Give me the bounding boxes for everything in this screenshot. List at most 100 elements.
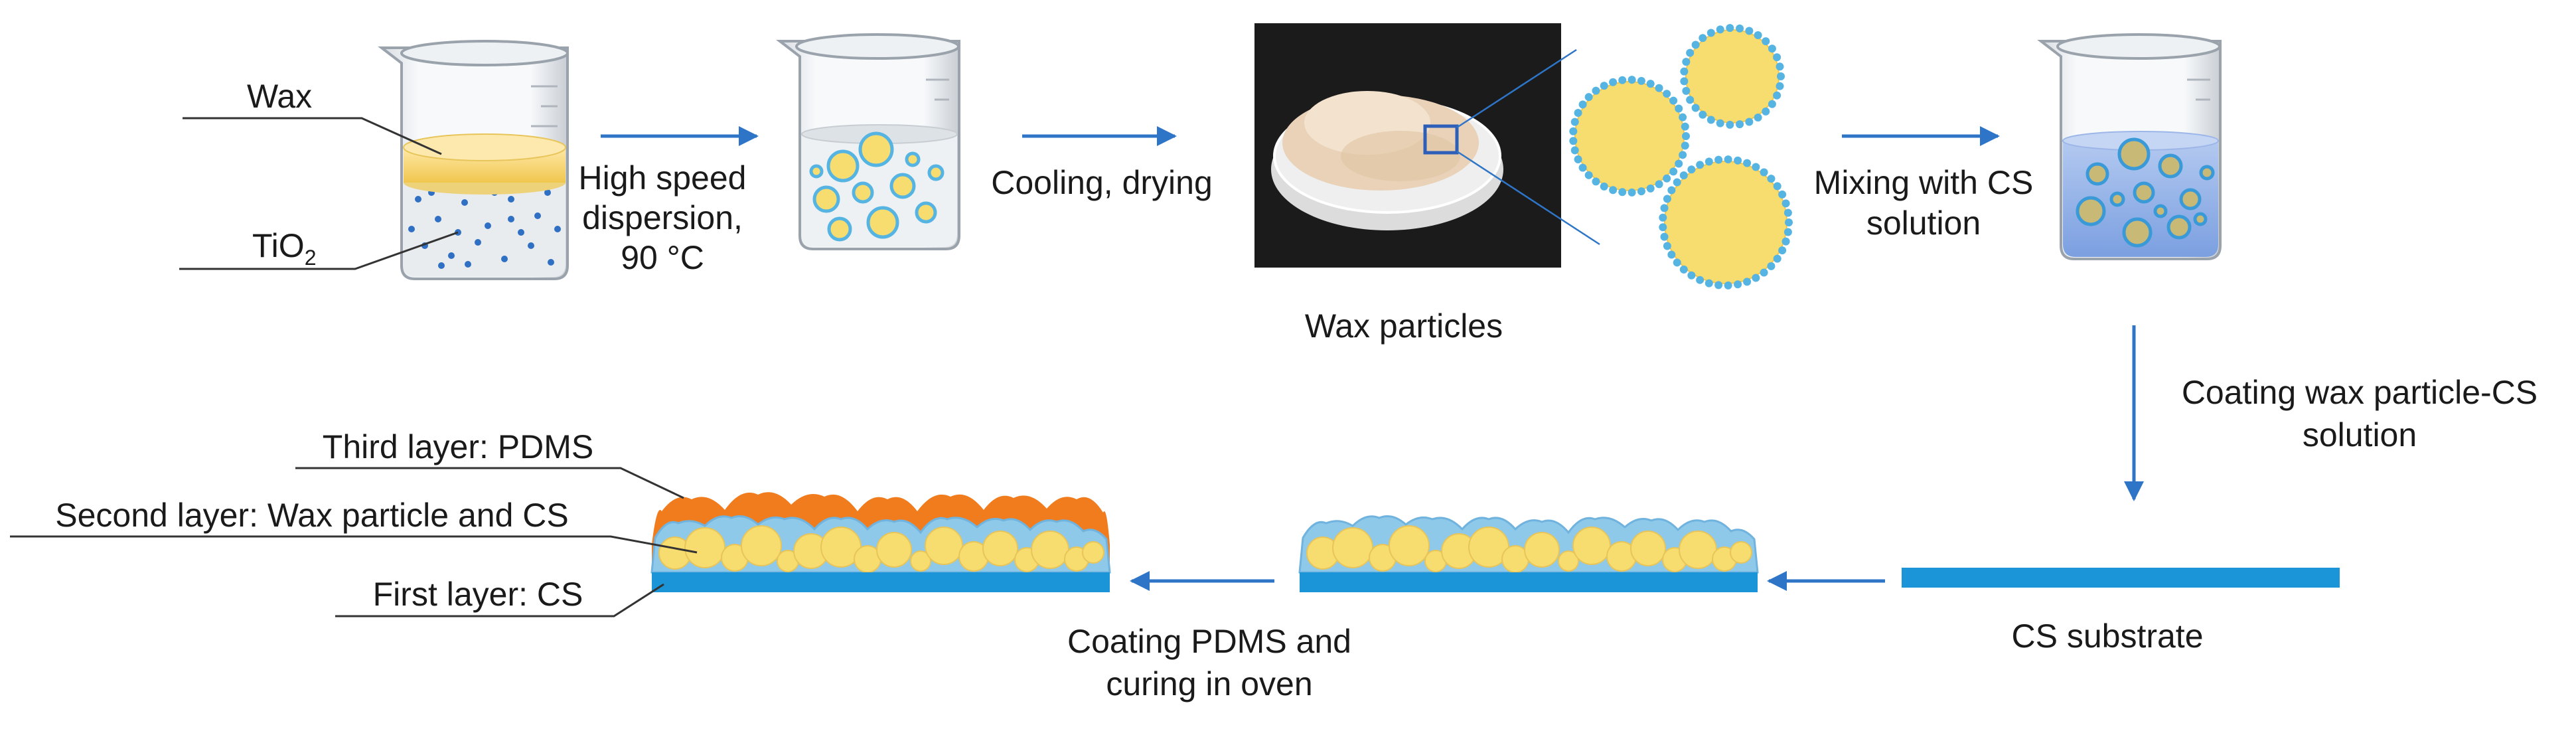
coated-particle <box>905 151 921 167</box>
wax-cs-coated-substrate <box>1298 515 1759 592</box>
tio2-bead <box>1618 188 1627 197</box>
tio2-bead <box>1714 155 1723 164</box>
tio2-bead <box>1682 86 1691 95</box>
tio2-bead <box>1783 208 1792 217</box>
tio2-dot <box>501 256 508 262</box>
coated-particle <box>809 164 824 179</box>
tio2-bead <box>1679 151 1687 159</box>
tio2-bead <box>1600 82 1608 90</box>
beaker-dispersion <box>776 33 960 250</box>
coating-wax-particle <box>1332 527 1373 568</box>
cs-particle <box>2158 153 2183 179</box>
tio2-bead <box>1569 137 1578 145</box>
tio2-dot <box>548 259 554 266</box>
tio2-bead <box>1696 161 1705 169</box>
cs-substrate-bar <box>1902 568 2340 588</box>
tio2-bead <box>1734 156 1742 165</box>
tio2-bead <box>1637 76 1645 85</box>
coating-wax-particle <box>910 550 931 572</box>
coated-particle <box>827 216 852 242</box>
tio2-bead <box>1628 76 1636 84</box>
tio2-bead <box>1768 44 1776 53</box>
tio2-bead <box>1726 24 1734 33</box>
tio2-bead <box>1736 120 1744 129</box>
tio2-bead <box>1767 175 1776 183</box>
tio2-bead <box>1691 41 1700 49</box>
tio2-bead <box>1570 146 1579 155</box>
coating-wax-particle <box>1679 531 1717 569</box>
tio2-bead <box>1592 86 1600 95</box>
coated-particle <box>852 181 874 204</box>
cs-particle <box>2179 188 2202 210</box>
tio2-bead <box>1686 96 1695 104</box>
tio2-bead <box>1776 82 1784 90</box>
tio2-bead <box>1681 141 1689 150</box>
tio2-bead <box>1705 157 1713 166</box>
tio2-bead <box>1773 254 1781 263</box>
tio2-bead <box>1628 188 1636 197</box>
tio2-bead <box>1600 182 1608 191</box>
tio2-bead <box>1783 228 1792 236</box>
tio2-dot <box>461 199 468 206</box>
tio2-bead <box>1682 58 1691 66</box>
tio2-bead <box>1675 104 1683 113</box>
tio2-bead <box>1781 237 1790 246</box>
high-speed-label-3: 90 °C <box>621 239 704 276</box>
coated-particle <box>915 201 937 224</box>
tio2-bead <box>1706 29 1715 37</box>
tio2-bead <box>1777 72 1785 80</box>
coated-wax-particles-zoom <box>1569 24 1793 289</box>
tio2-bead <box>1663 90 1671 98</box>
tio2-bead <box>1660 204 1669 212</box>
tio2-bead <box>1743 278 1752 286</box>
second-layer-callout-line <box>10 535 698 554</box>
tio2-dot <box>544 189 551 196</box>
tio2-bead <box>1687 165 1696 174</box>
tio2-bead <box>1675 159 1683 168</box>
cs-substrate-label: CS substrate <box>2011 617 2203 655</box>
tio2-bead <box>1578 163 1587 172</box>
tio2-bead <box>1667 186 1676 195</box>
tio2-bead <box>1680 67 1689 76</box>
coated-particle <box>927 164 945 181</box>
tio2-bead <box>1776 62 1784 71</box>
wax-label: Wax <box>247 78 312 115</box>
tio2-bead <box>1655 180 1663 189</box>
tio2-bead <box>1760 168 1768 177</box>
tio2-bead <box>1778 246 1787 255</box>
tio2-dot <box>554 226 561 232</box>
tio2-dot <box>465 261 471 268</box>
tio2-bead <box>1691 104 1700 112</box>
cs-particle <box>2193 212 2208 226</box>
coating-wax-particle <box>741 525 782 566</box>
tio2-bead <box>1752 163 1760 171</box>
high-speed-label-1: High speed <box>579 159 747 197</box>
tio2-dot <box>435 216 441 222</box>
coated-particle <box>826 149 860 183</box>
tio2-bead <box>1736 24 1744 33</box>
tio2-bead <box>1618 76 1627 84</box>
wax-particles-label: Wax particles <box>1305 307 1503 345</box>
tio2-bead <box>1609 186 1618 195</box>
tio2-bead <box>1584 171 1593 179</box>
tio2-bead <box>1609 78 1618 86</box>
tio2-bead <box>1663 174 1671 183</box>
tio2-bead <box>1706 116 1715 124</box>
tio2-bead <box>1574 108 1582 117</box>
tio2-dot <box>528 242 534 249</box>
tio2-bead <box>1705 279 1713 287</box>
cs-particle <box>2199 165 2215 181</box>
coating-wax-particle <box>684 527 725 568</box>
coating-pdms-label-2: curing in oven <box>1106 665 1312 702</box>
cs-particle <box>2153 204 2168 218</box>
tio2-bead <box>1663 242 1671 250</box>
tio2-bead <box>1773 53 1781 62</box>
third-layer-label: Third layer: PDMS <box>323 428 593 465</box>
coating-wax-particle <box>1572 527 1611 565</box>
cs-particle <box>2133 181 2155 204</box>
tio2-dot <box>508 216 514 222</box>
tio2-bead <box>1743 159 1752 167</box>
tio2-bead <box>1679 265 1688 274</box>
cs-particle <box>2076 196 2106 226</box>
